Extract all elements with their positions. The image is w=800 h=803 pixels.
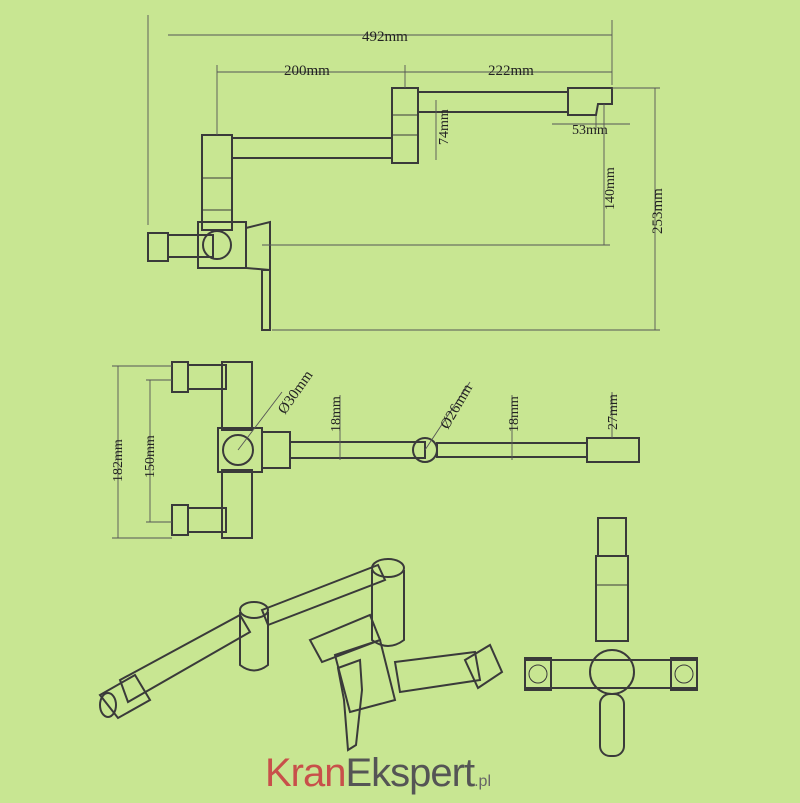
persp-column: [371, 570, 405, 647]
side-spout-tip: [567, 87, 613, 116]
side-body: [197, 221, 247, 269]
dim-overall-height: 253mm: [650, 188, 666, 234]
persp-arm-1: [118, 613, 252, 704]
top-view: 182mm 150mm Ø30mm 18mm Ø26mm 18mm 27mm: [111, 361, 640, 539]
front-lever: [599, 693, 625, 757]
dim-total-length: 492mm: [362, 29, 408, 45]
persp-spout: [98, 673, 152, 720]
dim-spout-width: 53mm: [572, 123, 608, 138]
dim-tip-width: 27mm: [606, 394, 621, 430]
dim-150: 150mm: [143, 379, 172, 523]
persp-joint: [239, 612, 269, 672]
perspective-view: [98, 558, 504, 752]
persp-inlet-pipe: [393, 650, 482, 694]
dim-inlet-outer: 182mm: [111, 439, 126, 482]
dim-joint-height: 74mm: [437, 109, 452, 145]
brand-logo: KranEkspert.pl: [265, 752, 491, 794]
top-inlet-nut-lower: [171, 504, 189, 536]
dim-arm1-length: 200mm: [284, 63, 330, 79]
side-arm-2: [417, 91, 569, 113]
dim-74: 74mm: [435, 100, 452, 160]
brand-domain: .pl: [474, 773, 492, 790]
front-nut-left: [524, 657, 552, 691]
persp-arm-2: [260, 563, 387, 627]
side-joint-2: [391, 87, 419, 164]
dim-arms: 200mm 222mm: [216, 63, 612, 135]
dim-spout-height: 140mm: [603, 167, 618, 210]
front-nut-right: [670, 657, 698, 691]
dim-inlet-inner: 150mm: [143, 435, 158, 478]
side-view: 492mm 200mm 222mm 74mm 53mm 140mm: [147, 15, 666, 331]
dim-joint-diameter: Ø26mm: [438, 381, 477, 432]
brand-ekspert: Ekspert: [345, 751, 476, 795]
dim-arm2-length: 222mm: [488, 63, 534, 79]
dim-492: 492mm: [147, 15, 613, 225]
front-view: [524, 517, 698, 757]
top-body-upper: [221, 361, 253, 431]
dim-253: 253mm: [272, 87, 666, 331]
front-column: [595, 555, 629, 642]
persp-inlet-nut: [463, 643, 504, 690]
top-body-lower: [221, 469, 253, 539]
side-column: [201, 134, 233, 231]
top-arm-1: [289, 441, 426, 459]
top-body-circle: [222, 434, 254, 466]
dim-53: 53mm: [552, 116, 630, 138]
dim-182: 182mm: [111, 365, 172, 539]
side-inlet-nut: [147, 232, 169, 262]
side-lever-handle: [261, 269, 271, 331]
side-lever-head: [245, 220, 271, 272]
top-inlet-nut-upper: [171, 361, 189, 393]
dim-140: 140mm: [262, 104, 618, 246]
persp-lever: [336, 658, 364, 752]
side-arm-1: [231, 137, 393, 159]
front-spout-top: [597, 517, 627, 557]
dim-arm-diameter-2: 18mm: [507, 396, 522, 432]
side-body-circle: [202, 230, 232, 260]
dim-arm-diameter-1: 18mm: [329, 396, 344, 432]
brand-kran: Kran: [265, 751, 346, 795]
top-spout-tip: [586, 437, 640, 463]
